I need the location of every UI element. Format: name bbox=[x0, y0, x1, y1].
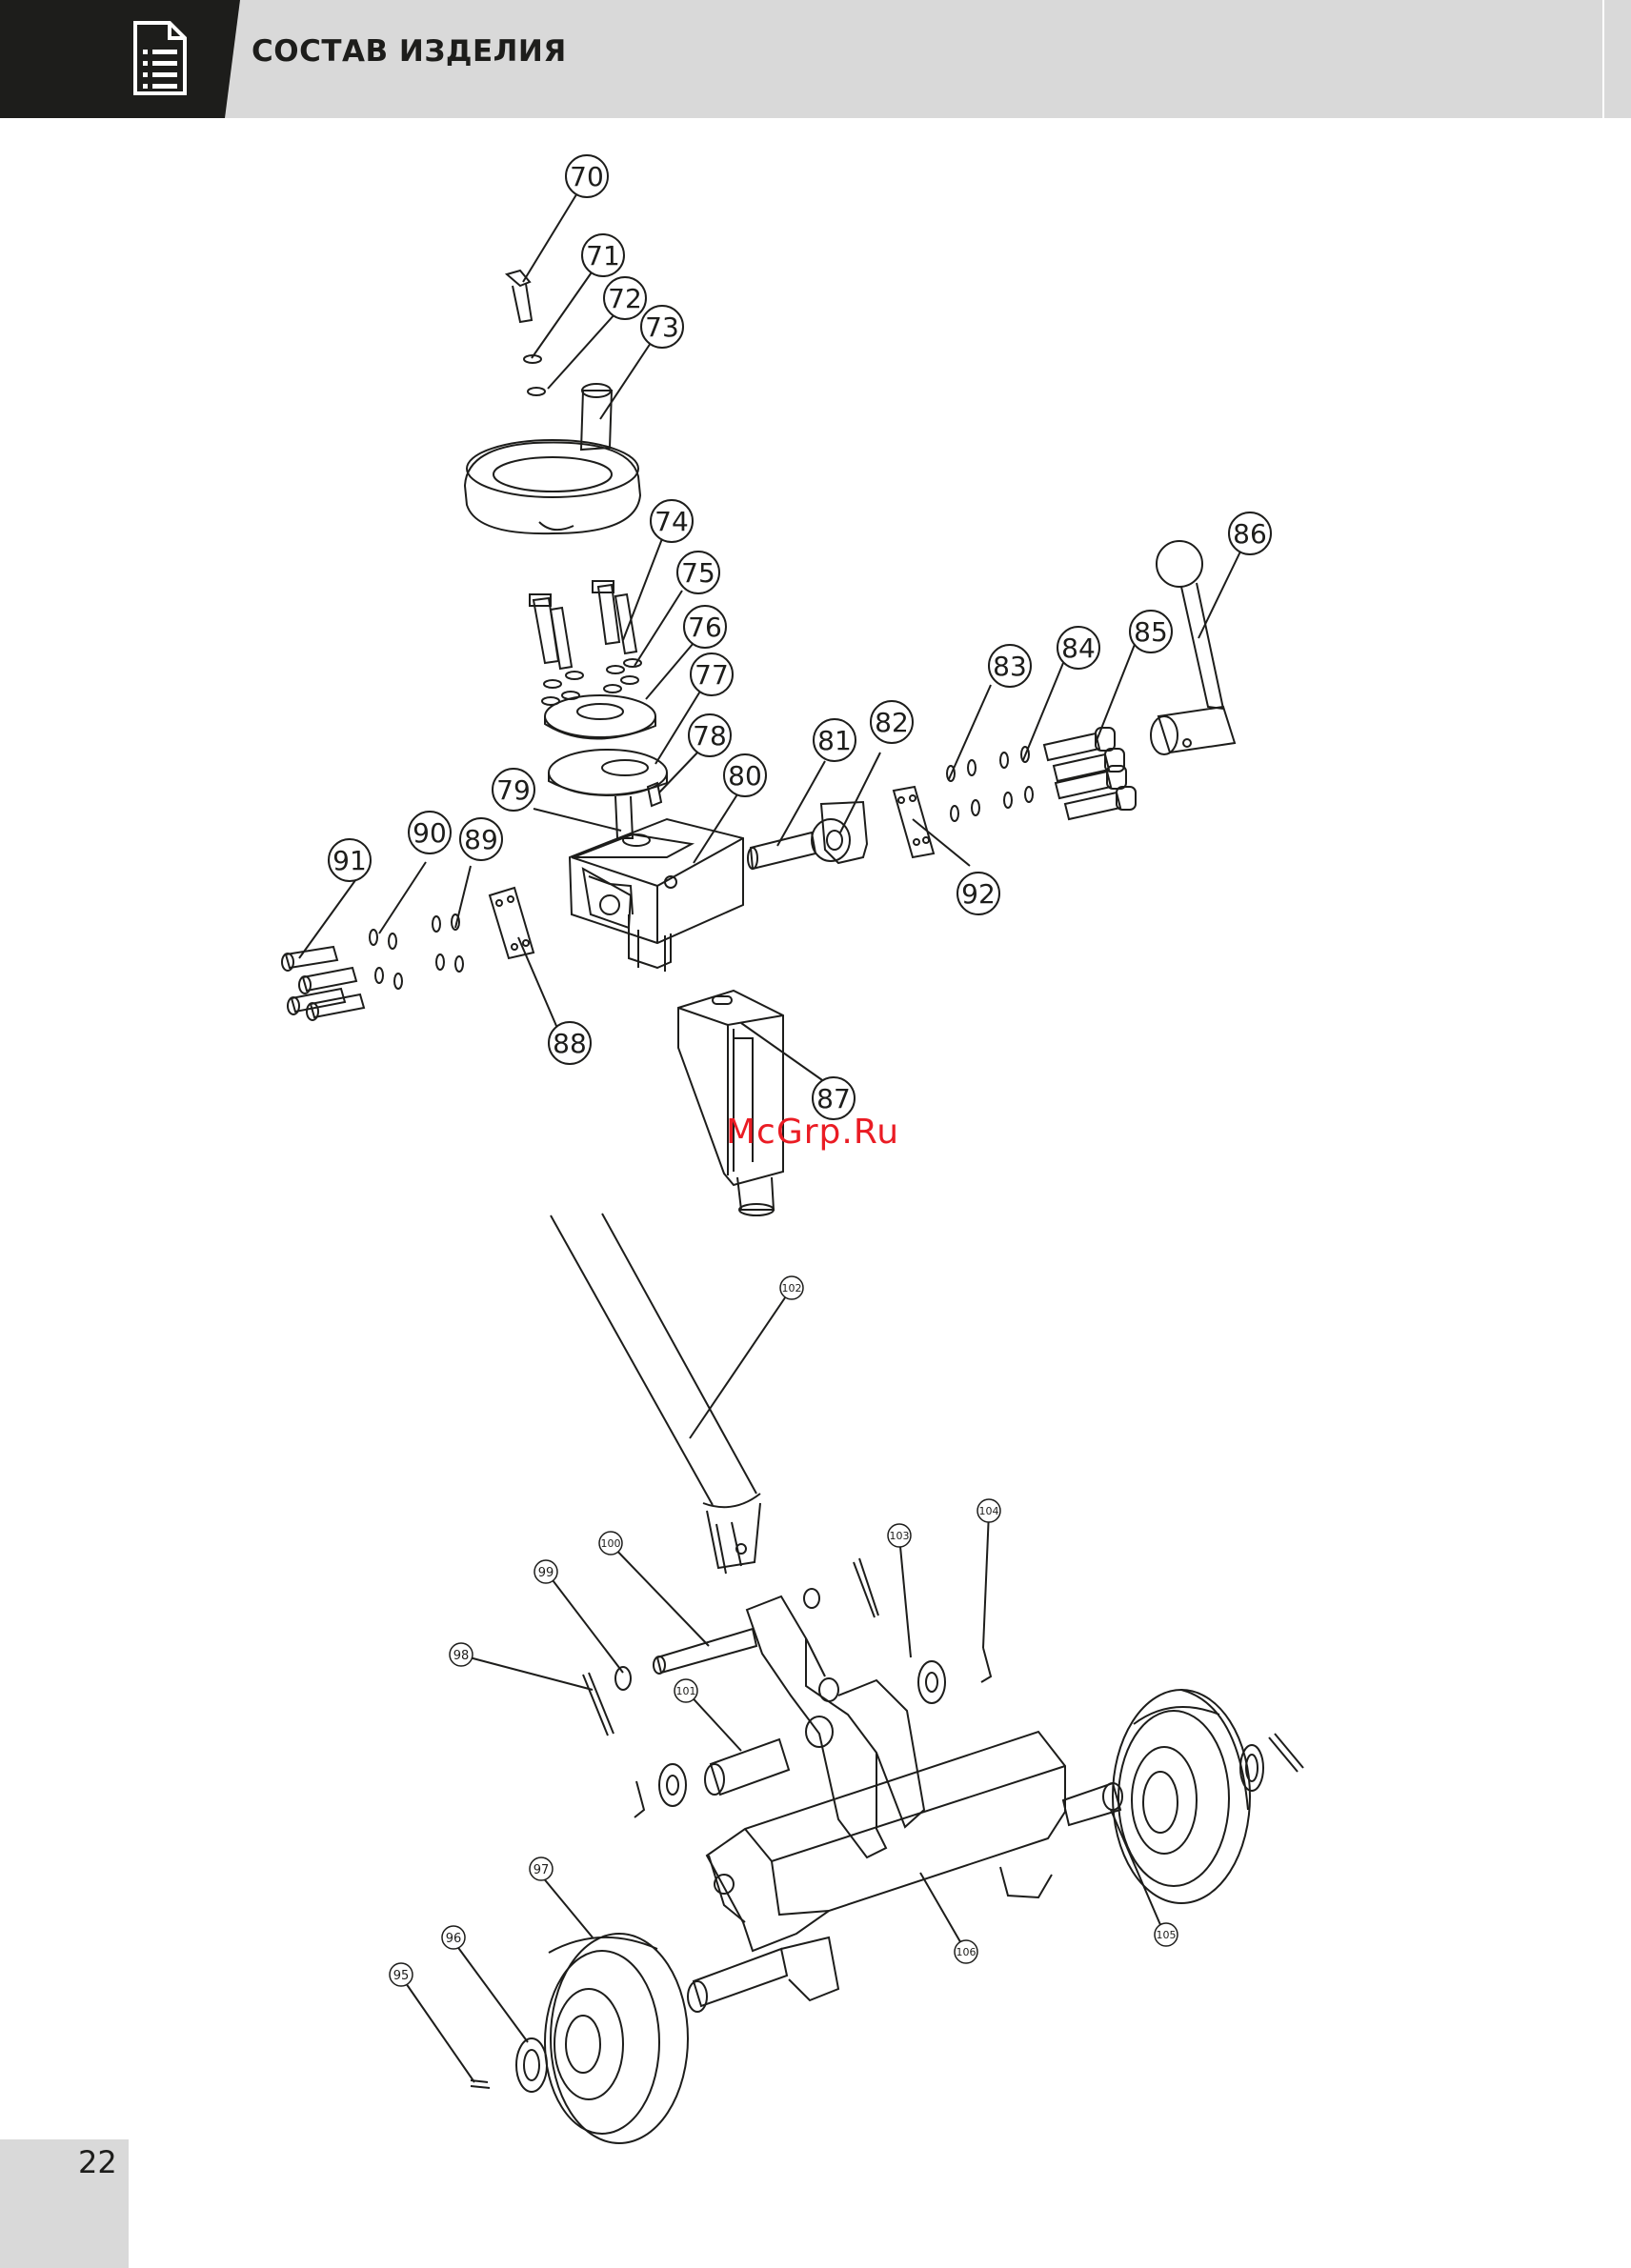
callout-77: 77 bbox=[691, 653, 733, 695]
callout-70: 70 bbox=[566, 155, 608, 197]
callout-89: 89 bbox=[460, 818, 502, 860]
callout-76: 76 bbox=[684, 606, 726, 648]
callout-label: 90 bbox=[413, 817, 447, 849]
callout-73: 73 bbox=[641, 306, 683, 348]
callout-74: 74 bbox=[651, 500, 693, 542]
callout-label: 95 bbox=[393, 1969, 410, 1983]
callout-104: 104 bbox=[977, 1499, 1000, 1522]
callout-80: 80 bbox=[724, 754, 766, 796]
callout-label: 91 bbox=[332, 845, 367, 876]
callout-label: 83 bbox=[993, 651, 1027, 682]
callout-98: 98 bbox=[450, 1643, 473, 1666]
callout-label: 87 bbox=[816, 1083, 851, 1114]
callout-78: 78 bbox=[689, 714, 731, 756]
callout-86: 86 bbox=[1229, 512, 1271, 554]
parts-line-art bbox=[282, 271, 1303, 2143]
callout-label: 76 bbox=[688, 612, 722, 643]
callout-label: 102 bbox=[782, 1282, 802, 1295]
callout-88: 88 bbox=[549, 1022, 591, 1064]
callout-85: 85 bbox=[1130, 611, 1172, 652]
watermark: McGrp.Ru bbox=[726, 1113, 899, 1152]
callout-95: 95 bbox=[390, 1963, 413, 1986]
callout-label: 100 bbox=[601, 1537, 621, 1550]
callout-81: 81 bbox=[814, 719, 856, 761]
callout-label: 98 bbox=[453, 1649, 470, 1663]
callout-92: 92 bbox=[957, 873, 999, 914]
callout-label: 88 bbox=[553, 1028, 587, 1059]
callout-100: 100 bbox=[599, 1532, 622, 1555]
callout-label: 81 bbox=[817, 725, 852, 756]
callout-82: 82 bbox=[871, 701, 913, 743]
callout-103: 103 bbox=[888, 1524, 911, 1547]
callout-label: 78 bbox=[693, 720, 727, 752]
callout-label: 84 bbox=[1061, 632, 1096, 664]
callout-97: 97 bbox=[530, 1857, 553, 1880]
callout-84: 84 bbox=[1057, 627, 1099, 669]
callout-label: 104 bbox=[979, 1505, 999, 1517]
callout-72: 72 bbox=[604, 277, 646, 319]
callout-label: 105 bbox=[1157, 1929, 1177, 1941]
callout-label: 72 bbox=[608, 283, 642, 314]
callout-71: 71 bbox=[582, 234, 624, 276]
callout-label: 79 bbox=[496, 774, 531, 806]
callout-label: 70 bbox=[570, 161, 604, 192]
callout-label: 77 bbox=[695, 659, 729, 691]
callout-label: 74 bbox=[654, 506, 689, 537]
callout-label: 103 bbox=[890, 1530, 910, 1542]
callout-label: 96 bbox=[446, 1932, 462, 1946]
callout-label: 85 bbox=[1134, 616, 1168, 648]
page-number: 22 bbox=[78, 2144, 117, 2180]
callout-label: 99 bbox=[538, 1566, 554, 1580]
callout-101: 101 bbox=[675, 1679, 697, 1702]
callout-96: 96 bbox=[442, 1926, 465, 1949]
callout-label: 73 bbox=[645, 311, 679, 343]
callout-label: 75 bbox=[681, 557, 715, 589]
callout-label: 106 bbox=[956, 1946, 977, 1958]
callout-90: 90 bbox=[409, 812, 451, 853]
callout-75: 75 bbox=[677, 552, 719, 593]
callout-label: 86 bbox=[1233, 518, 1267, 550]
callout-99: 99 bbox=[534, 1560, 557, 1583]
callout-label: 97 bbox=[534, 1863, 550, 1877]
callout-label: 92 bbox=[961, 878, 996, 910]
callout-79: 79 bbox=[493, 769, 534, 811]
callout-label: 89 bbox=[464, 824, 498, 855]
callout-106: 106 bbox=[955, 1940, 977, 1963]
callout-91: 91 bbox=[329, 839, 371, 881]
callout-labels: 70 71 72 73 74 75 76 77 78 79 80 81 82 8… bbox=[329, 155, 1271, 1986]
callout-label: 71 bbox=[586, 240, 620, 271]
callout-label: 82 bbox=[875, 707, 909, 738]
callout-105: 105 bbox=[1155, 1923, 1178, 1946]
callout-102: 102 bbox=[780, 1276, 803, 1299]
callout-label: 101 bbox=[676, 1685, 696, 1697]
callout-label: 80 bbox=[728, 760, 762, 792]
callout-83: 83 bbox=[989, 645, 1031, 687]
